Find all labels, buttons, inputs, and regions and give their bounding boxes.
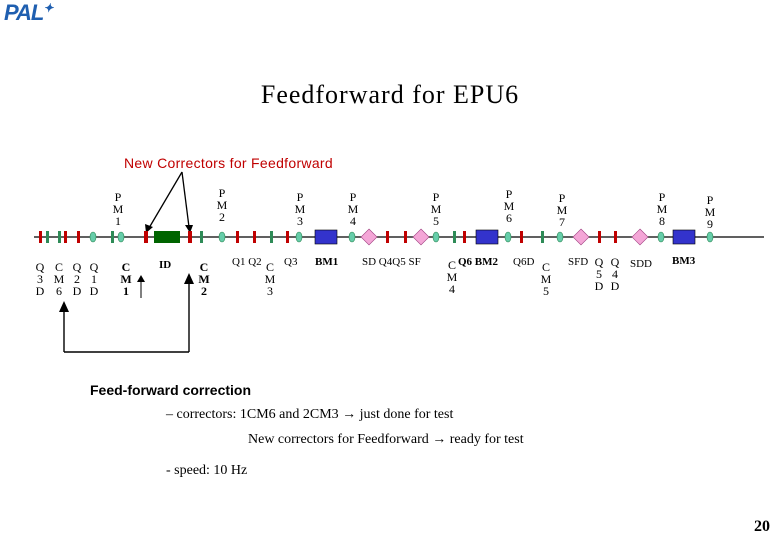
pm4-label: P M 4 [347,190,359,228]
new-corrector-2 [188,231,192,243]
pm8-label: P M 8 [656,190,668,228]
bend-bm2 [475,229,499,245]
sd-q4q5-sf-label: SD Q4Q5 SF [362,256,421,268]
new-corrector-1 [144,231,148,243]
bm3-label: BM3 [672,255,696,267]
cm4-label: C M 4 [446,258,458,296]
bpm-pm7 [556,231,564,243]
pm1-label: P M 1 [112,190,124,228]
cm1-arrow [137,275,145,282]
quad-q1 [236,231,239,243]
bpm-pm9 [706,231,714,243]
bend-bm3 [672,229,696,245]
correctors-note: – correctors: 1CM6 and 2CM3 → just done … [166,407,454,422]
cm1-label: C M 1 [120,260,132,298]
quad-q3d-left [39,231,42,243]
bpm-pm4 [348,231,356,243]
sext-sd [360,228,378,246]
q6-bm2-label: Q6 BM2 [458,256,499,268]
pal-logo: PAL✦ [4,0,53,26]
bpm-pm1 [117,231,125,243]
quad-q6 [463,231,466,243]
bpm-pm3 [295,231,303,243]
arrow-line-right [181,171,190,228]
corrector-cm5 [541,231,544,243]
corrector-cm2 [200,231,203,243]
bm1-label: BM1 [315,256,339,268]
bpm-left [89,231,97,243]
q3d-label: Q 3 D [35,260,45,298]
corrector-cm4 [453,231,456,243]
page-title: Feedforward for EPU6 [260,80,520,109]
sfd-label: SFD [568,256,589,268]
lattice-elements [39,228,714,246]
cm2-label: C M 2 [198,260,210,298]
quad-q4d [614,231,617,243]
corrector-left-2 [58,231,61,243]
pm9-label: P M 9 [704,193,716,231]
bracket-arrow-right [184,273,194,284]
logo-star-icon: ✦ [43,1,53,15]
q3-label: Q3 [284,256,298,268]
pm6-label: P M 6 [503,187,515,225]
bpm-pm8 [657,231,665,243]
q4d-label: Q 4 D [610,255,620,293]
cm5-label: C M 5 [540,260,552,298]
pm7-label: P M 7 [556,191,568,229]
quad-q6d [520,231,523,243]
id-label: ID [159,259,172,271]
pm3-label: P M 3 [294,190,306,228]
feedforward-heading: Feed-forward correction [90,382,252,398]
bpm-pm2 [218,231,226,243]
quad-q4 [386,231,389,243]
bracket-arrow-left [59,301,69,312]
corrector-cm3 [270,231,273,243]
sdd-label: SDD [630,258,653,270]
subtitle-arrows [145,171,193,233]
pm5-label: P M 5 [430,190,442,228]
speed-note: - speed: 10 Hz [166,463,248,478]
arrow-head-left [145,224,153,233]
insertion-device [154,231,180,243]
q2d-label: Q 2 D [72,260,82,298]
q5d-label: Q 5 D [594,255,604,293]
quad-q5 [404,231,407,243]
feedforward-bracket [59,273,194,353]
q1q2-label: Q1 Q2 [232,256,262,268]
pm2-label: P M 2 [216,186,228,224]
page-number: 20 [754,518,770,535]
sext-sdd [631,228,649,246]
arrow-line-left [148,171,183,229]
logo-text: PAL [4,0,44,25]
quad-q3 [286,231,289,243]
quad-q5d [598,231,601,243]
sext-sf [412,228,430,246]
quad-q1d-left [77,231,80,243]
cm-left-label: C M 6 [53,260,65,298]
arrow-head-right [185,225,193,233]
q1d-label: Q 1 D [89,260,99,298]
quad-q2 [253,231,256,243]
sext-sfd [572,228,590,246]
corrector-cm1 [111,231,114,243]
new-correctors-label: New Correctors for Feedforward [124,155,333,171]
bend-bm1 [314,229,338,245]
cm3-label: C M 3 [264,260,276,298]
new-correctors-note: New correctors for Feedforward → ready f… [248,432,524,447]
q6d-label: Q6D [513,256,535,268]
corrector-left-1 [46,231,49,243]
bpm-pm5 [432,231,440,243]
quad-q2d-left [64,231,67,243]
bpm-pm6 [504,231,512,243]
